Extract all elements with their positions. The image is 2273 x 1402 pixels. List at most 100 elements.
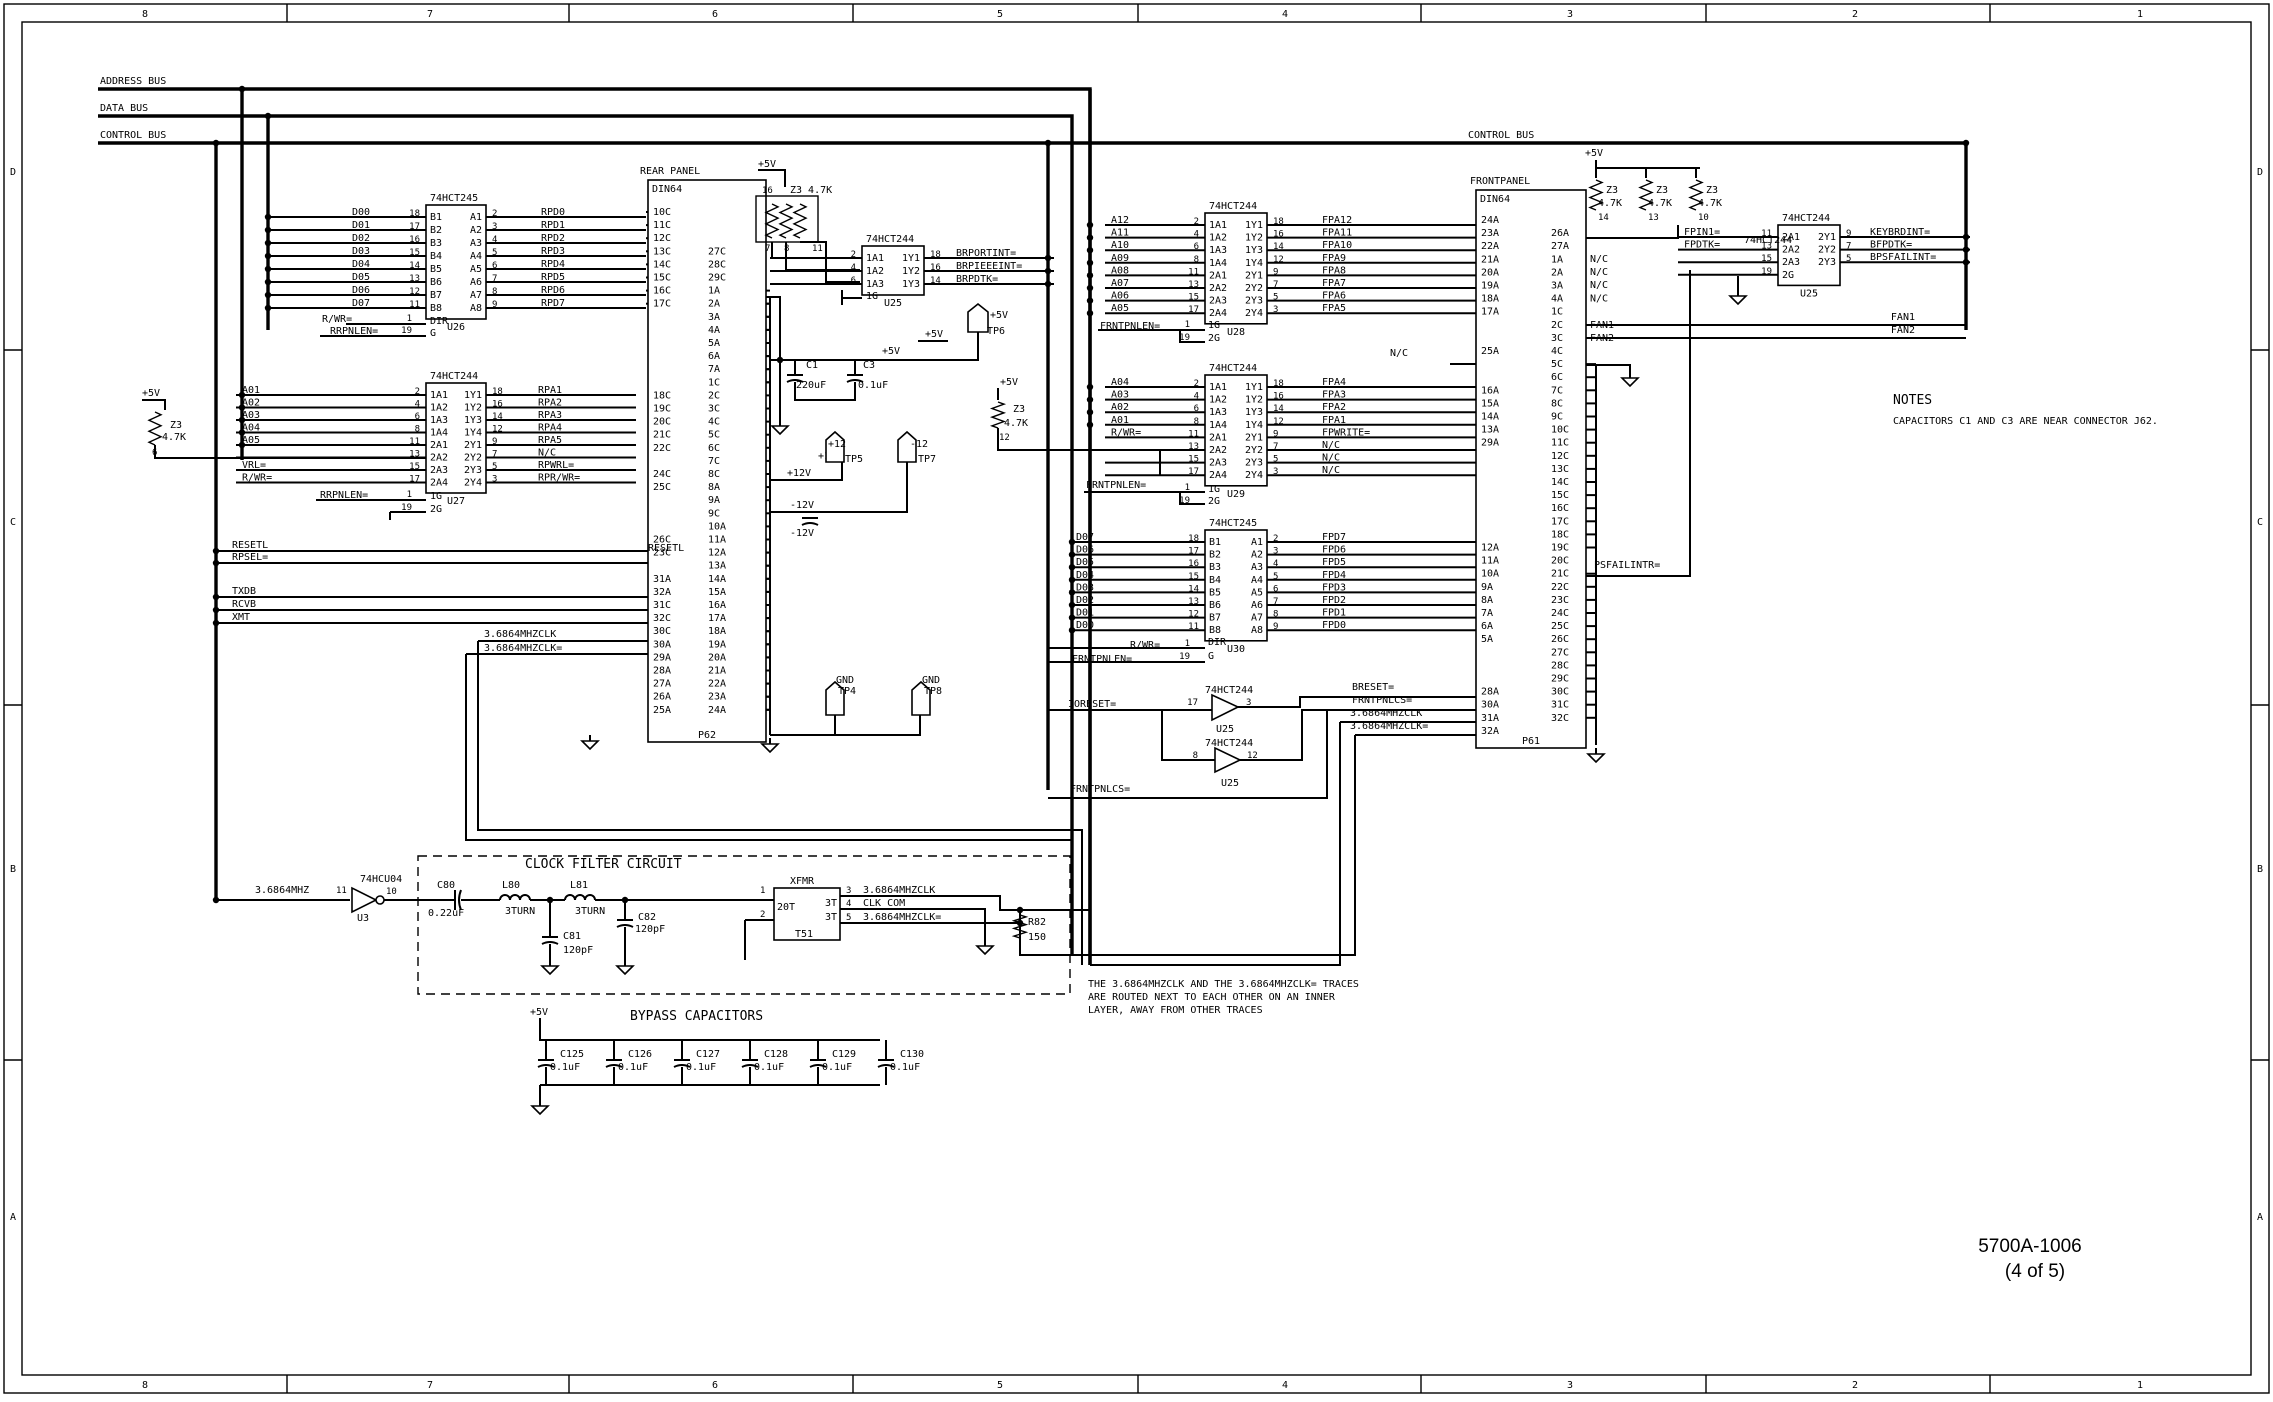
rear-panel-pin: 25A: [653, 705, 671, 716]
u29-pin-number: 5: [1273, 455, 1278, 465]
u25_right-pin-number: 15: [1761, 254, 1772, 264]
rear-panel-pin: 32A: [653, 587, 671, 598]
u27-input-signal: A01: [242, 385, 260, 396]
c81-value: 120pF: [563, 945, 593, 956]
rear-panel-pin: 16A: [708, 600, 726, 611]
front-panel-pin: 29C: [1551, 674, 1569, 685]
rear-panel-pin: 29A: [653, 652, 671, 663]
u26-pin-number: 18: [409, 209, 420, 219]
u30-pin-number: 3: [1273, 547, 1278, 557]
c81-ground: [540, 965, 560, 976]
front-panel-pin: 30C: [1551, 687, 1569, 698]
front-panel-pin: 21A: [1481, 254, 1499, 265]
rear-panel-pin: 28A: [653, 666, 671, 677]
u30-g-pin: 19: [1179, 652, 1190, 662]
u29-pin-number: 17: [1188, 467, 1199, 477]
zone-label-top: 2: [1852, 9, 1858, 20]
rear-panel-pin: 1C: [708, 377, 720, 388]
u26-output-signal: RPD5: [541, 272, 565, 283]
bypass-title: BYPASS CAPACITORS: [630, 1009, 763, 1024]
rear-panel-pin: 7A: [708, 364, 720, 375]
rear-panel-pin: 4A: [708, 325, 720, 336]
u29-g2-label: 2G: [1208, 496, 1220, 507]
zone-label-top: 6: [712, 9, 718, 20]
u28-pin-number: 5: [1273, 293, 1278, 303]
u30-g-signal: FRNTPNLEN=: [1072, 654, 1132, 665]
u28-pin-number: 8: [1194, 255, 1199, 265]
c1-ref: C1: [806, 360, 818, 371]
u27-g1-signal: RRPNLEN=: [320, 490, 368, 501]
bypass-cap-ref: C128: [764, 1049, 788, 1060]
front-panel-pin: 13C: [1551, 464, 1569, 475]
z3-right-resistor: [1688, 179, 1704, 211]
u3-bubble: [375, 895, 385, 905]
u29-pin-number: 15: [1188, 455, 1199, 465]
rear-panel-pin: 30C: [653, 626, 671, 637]
u28-pin-name: 2Y3: [1245, 296, 1263, 307]
u28-input-signal: A08: [1111, 265, 1129, 276]
u29-pin-name: 1A4: [1209, 420, 1227, 431]
u26-input-signal: D07: [352, 298, 370, 309]
u28-g2-pin: 19: [1179, 333, 1190, 343]
front-panel-title: FRONTPANEL: [1470, 176, 1530, 187]
xfmr-s1: 3.6864MHZCLK: [863, 885, 935, 896]
m12-rail: [770, 460, 908, 513]
front-panel-pin: 13A: [1481, 425, 1499, 436]
u28-g1-pin: 1: [1185, 320, 1190, 330]
u25_rear-pin-number: 2: [851, 250, 856, 260]
u29-body: [1204, 374, 1268, 487]
address-bus-dot: [1086, 409, 1094, 416]
u26-pin-name: B7: [430, 290, 442, 301]
front-panel-pin: 4C: [1551, 346, 1563, 357]
u26-ref: U26: [447, 322, 465, 333]
u25-buf-out1: BRESET=: [1352, 682, 1394, 693]
xfmr-s2-wire: [840, 908, 986, 940]
cf-dot: [546, 896, 554, 904]
u28-output-signal: FPA6: [1322, 291, 1346, 302]
rear-panel-pin: 23A: [708, 692, 726, 703]
data-bus-dot: [1068, 601, 1076, 609]
u26-g-label: G: [430, 328, 436, 339]
u28-pin-number: 13: [1188, 280, 1199, 290]
rear-panel-pin: 15A: [708, 587, 726, 598]
u27-pin-name: 1Y3: [464, 415, 482, 426]
u25-buf-chain: [1161, 710, 1215, 761]
u26-pin-number: 14: [409, 261, 420, 271]
z3-right-pin: 10: [1698, 213, 1709, 223]
u26-pin-name: A5: [470, 264, 482, 275]
u28-pin-name: 2A3: [1209, 296, 1227, 307]
z3-right-resistor: [1638, 179, 1654, 211]
u30-pin-name: B8: [1209, 625, 1221, 636]
u28-input-signal: A09: [1111, 253, 1129, 264]
u28-ref: U28: [1227, 327, 1245, 338]
control-bus-dot: [212, 547, 220, 555]
u30-pin-name: A5: [1251, 587, 1263, 598]
l80-coil: [499, 894, 531, 901]
u29-pin-name: 1A3: [1209, 407, 1227, 418]
front-panel-pin: 31C: [1551, 700, 1569, 711]
u26-ground: [580, 740, 600, 751]
u28-input-signal: A06: [1111, 291, 1129, 302]
u29-input-signal: A02: [1111, 402, 1129, 413]
u25_right-pin-name: 2A2: [1782, 245, 1800, 256]
zone-label-top: 5: [997, 9, 1003, 20]
z3-right-value: 4.7K: [1598, 198, 1622, 209]
c80-ref: C80: [437, 880, 455, 891]
u28-pin-name: 1A4: [1209, 258, 1227, 269]
tp8-ref: TP8: [924, 686, 942, 697]
address-bus-dot: [1086, 297, 1094, 304]
u25_rear-pin-name: 1Y3: [902, 279, 920, 290]
z3-mid-resistor: [989, 401, 1007, 429]
u30-pin-number: 4: [1273, 559, 1278, 569]
u26-pin-name: A1: [470, 212, 482, 223]
address-bus-dot: [1086, 421, 1094, 428]
u29-pin-name: 1Y1: [1245, 382, 1263, 393]
data-bus-dot: [264, 252, 272, 260]
u27-pin-name: 2A2: [430, 453, 448, 464]
u26-input-signal: D02: [352, 233, 370, 244]
u29-pin-number: 13: [1188, 442, 1199, 452]
trace-note-3: LAYER, AWAY FROM OTHER TRACES: [1088, 1005, 1263, 1016]
